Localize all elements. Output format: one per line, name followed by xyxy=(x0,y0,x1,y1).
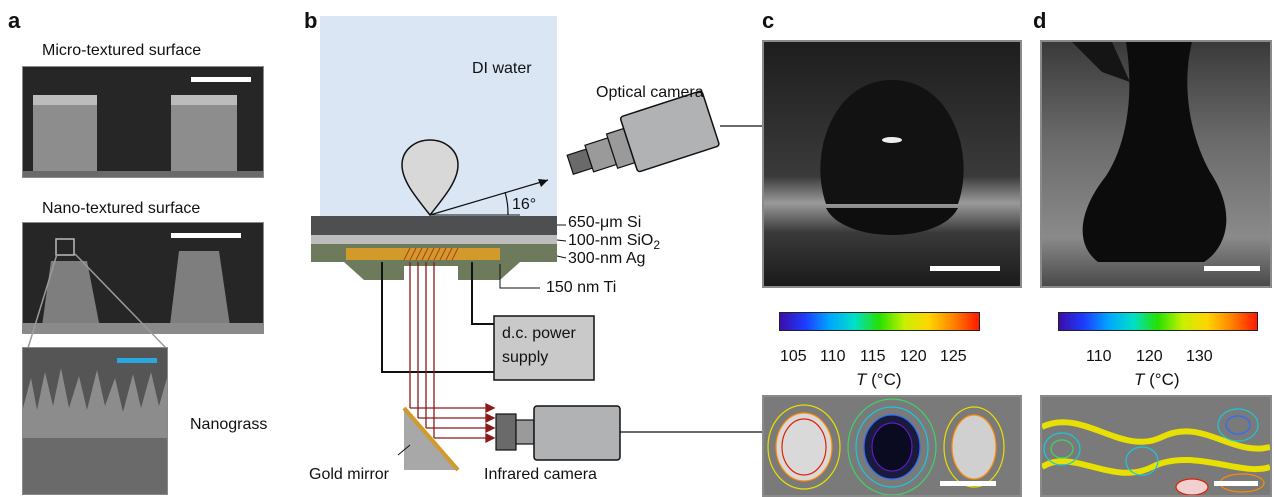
panel-c-colorbar-title: T (°C) xyxy=(856,370,902,390)
panel-d-letter: d xyxy=(1033,8,1047,33)
nanograss-scale-bar xyxy=(117,358,157,363)
ti-layer-label: 150 nm Ti xyxy=(546,279,617,296)
ir-beams xyxy=(409,262,496,444)
optical-camera-label: Optical camera xyxy=(596,84,704,101)
panel-d-tick: 130 xyxy=(1186,348,1213,365)
wire-left xyxy=(381,262,494,373)
panel-d-scale-bar xyxy=(1204,266,1260,271)
ray-arrowhead xyxy=(538,179,548,187)
di-water-label: DI water xyxy=(472,60,532,77)
nanograss-sem-image xyxy=(22,347,168,495)
nano-pillars-graphic xyxy=(23,238,263,333)
ti-hatched-region xyxy=(403,247,459,261)
sio2-layer xyxy=(311,235,557,244)
gold-mirror-surface xyxy=(402,406,460,472)
sio2-text: 100-nm SiO xyxy=(568,232,654,249)
panel-c-tick: 125 xyxy=(940,348,967,365)
micro-textured-label: Micro-textured surface xyxy=(42,42,202,59)
power-supply-box xyxy=(493,315,595,381)
panel-d-thermal-scale-bar xyxy=(1214,481,1258,486)
power-supply-label-line2: supply xyxy=(502,349,549,366)
sio2-subscript: 2 xyxy=(653,238,661,253)
panel-d-colorbar-title: T (°C) xyxy=(1134,370,1180,390)
panel-d-colorbar xyxy=(1058,312,1258,331)
panel-c-title-symbol: T xyxy=(856,370,867,389)
ir-camera-lens xyxy=(495,413,517,451)
ag-layer-label: 300-nm Ag xyxy=(568,250,646,267)
panel-d-thermal-map xyxy=(1040,395,1272,497)
optical-camera xyxy=(566,90,720,176)
panel-c-tick: 105 xyxy=(780,348,807,365)
optical-ray xyxy=(429,179,549,216)
panel-c-title-unit: (°C) xyxy=(866,370,902,389)
panel-c-tick: 115 xyxy=(860,348,886,365)
panel-c-letter: c xyxy=(762,8,775,33)
si-layer-label: 650-μm Si xyxy=(568,214,642,231)
gold-mirror-label: Gold mirror xyxy=(309,466,390,483)
infrared-camera-label: Infrared camera xyxy=(484,466,597,483)
panel-b-letter: b xyxy=(304,8,318,33)
wire-right xyxy=(471,262,494,325)
panel-d-contours xyxy=(1042,408,1270,495)
power-supply-label-line1: d.c. power xyxy=(502,325,576,342)
droplet-shape xyxy=(401,139,459,217)
si-layer xyxy=(311,216,557,235)
micro-textured-sem-image xyxy=(22,66,264,178)
panel-c-droplet-photo xyxy=(762,40,1022,288)
panel-c-tick: 110 xyxy=(820,348,846,365)
panel-d-droplet-photo xyxy=(1040,40,1272,288)
panel-d-tick: 110 xyxy=(1086,348,1112,365)
ir-camera-body xyxy=(533,405,621,461)
panel-c-contours xyxy=(767,398,1005,495)
panel-c-droplet-graphic xyxy=(820,80,964,235)
panel-c-tick: 120 xyxy=(900,348,927,365)
panel-d-title-unit: (°C) xyxy=(1144,370,1180,389)
micro-pillars-graphic xyxy=(23,95,263,177)
panel-c-thermal-map xyxy=(762,395,1022,497)
contact-angle-label: 16° xyxy=(512,196,537,213)
nano-scale-bar xyxy=(171,233,241,238)
angle-arc xyxy=(504,191,509,216)
ag-heater-layer xyxy=(346,248,500,260)
nanograss-label: Nanograss xyxy=(190,416,268,433)
nano-textured-sem-image xyxy=(22,222,264,334)
panel-d-tick: 120 xyxy=(1136,348,1163,365)
panel-c-thermal-scale-bar xyxy=(940,481,996,486)
micro-scale-bar xyxy=(191,77,251,82)
nano-textured-label: Nano-textured surface xyxy=(42,200,201,217)
panel-c-colorbar xyxy=(779,312,980,331)
panel-d-title-symbol: T xyxy=(1134,370,1145,389)
panel-d-droplet-graphic xyxy=(1072,42,1227,262)
nanograss-texture-graphic xyxy=(23,348,167,494)
sio2-layer-label: 100-nm SiO2 xyxy=(568,232,660,252)
panel-a-letter: a xyxy=(8,8,21,33)
panel-c-scale-bar xyxy=(930,266,1000,271)
